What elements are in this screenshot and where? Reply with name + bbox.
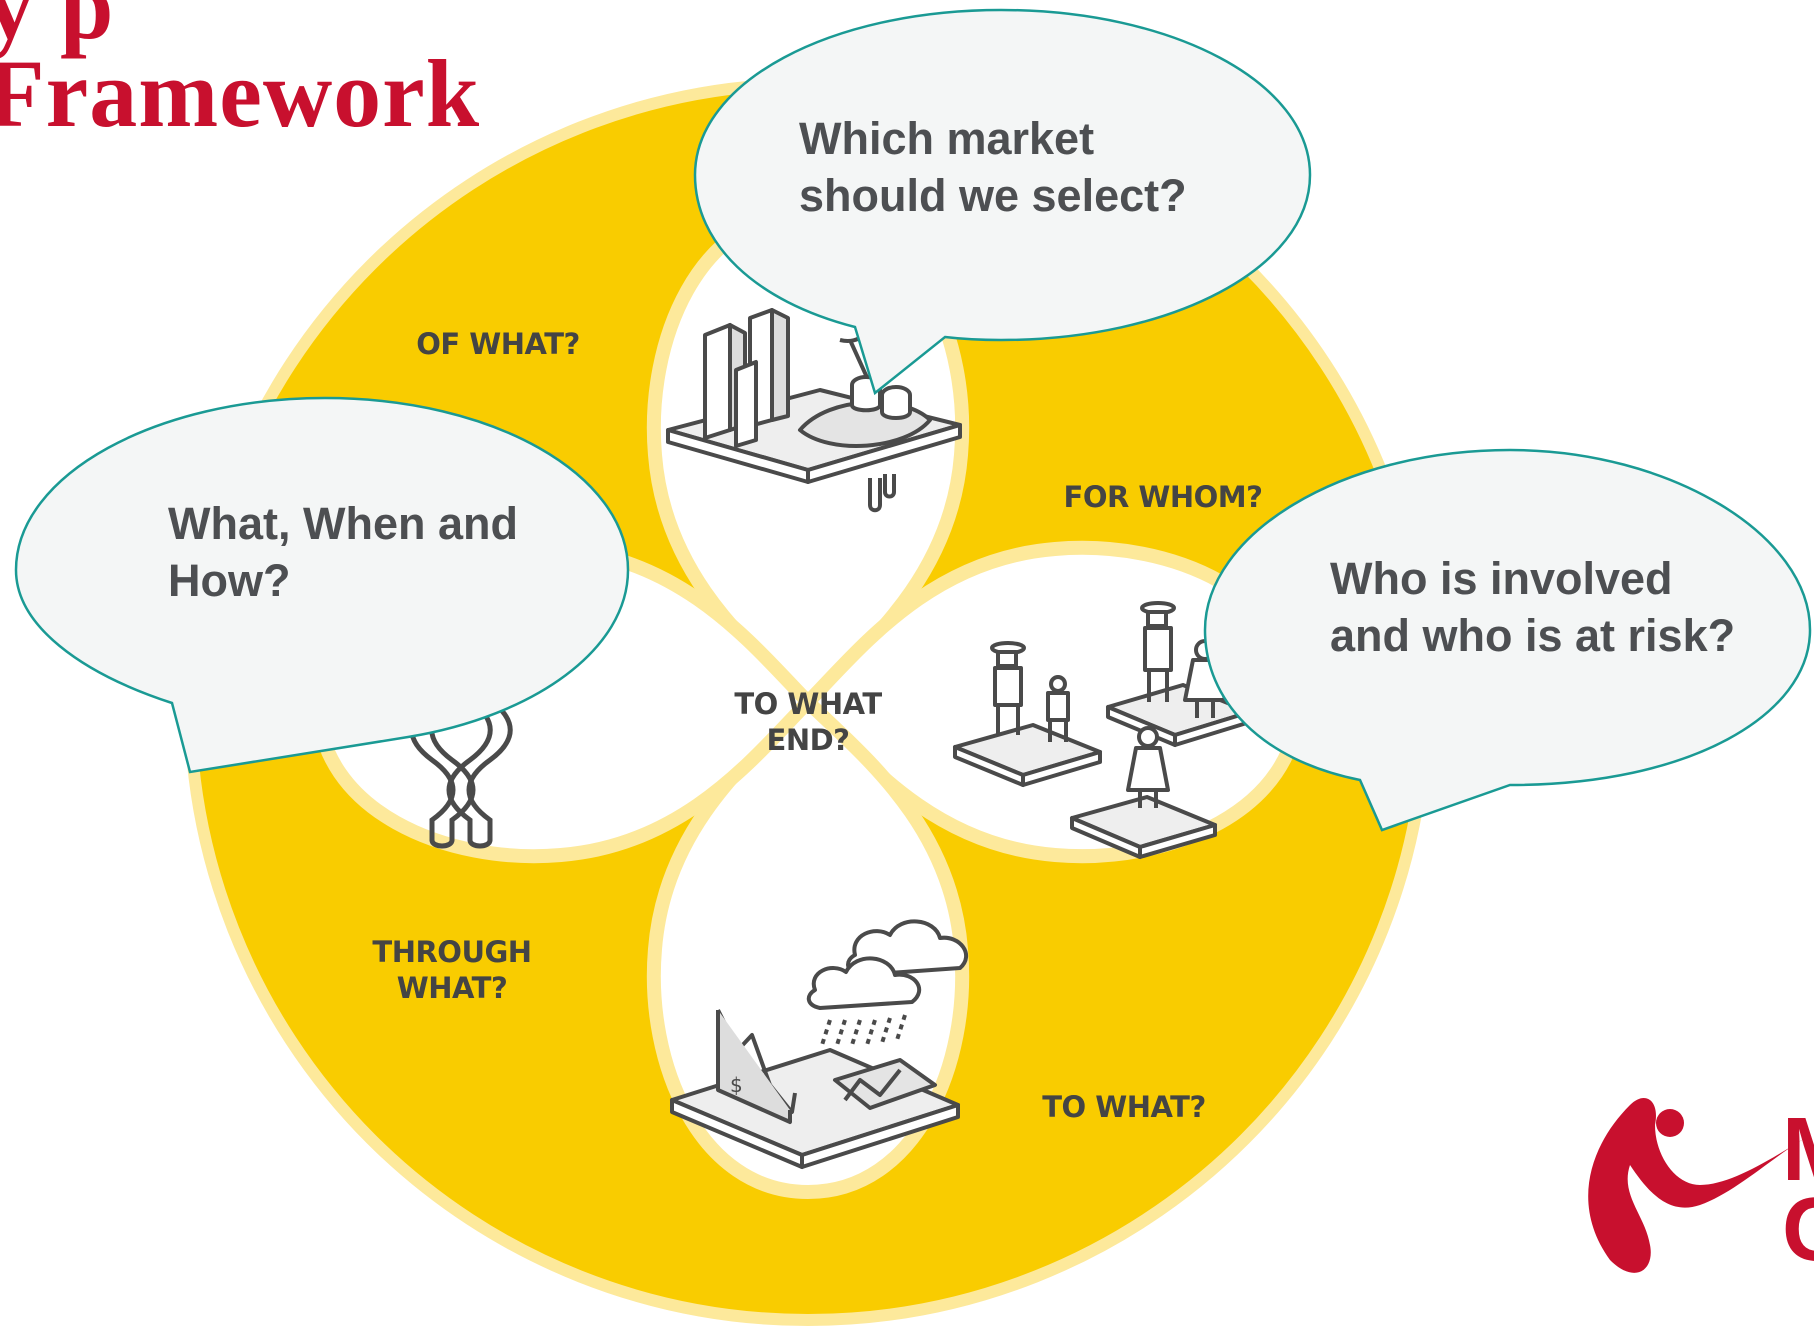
people-platforms-icon [953, 601, 1252, 859]
svg-text:$: $ [730, 1073, 743, 1097]
logo-letters: M C [1782, 1105, 1814, 1275]
logo-mark-icon [1588, 1097, 1810, 1273]
market-question: Which market should we select? [799, 113, 1187, 221]
ring-label-of-what: OF WHAT? [416, 327, 580, 361]
market-bubble [693, 8, 1312, 396]
ring-label-through-what: THROUGH WHAT? [372, 935, 532, 1005]
ring-label-to-what: TO WHAT? [1042, 1090, 1206, 1124]
organization-logo [1588, 1097, 1810, 1273]
who-involved-bubble [1203, 448, 1812, 832]
who-involved-question: Who is involved and who is at risk? [1330, 553, 1736, 661]
what-when-how-question: What, When and How? [168, 498, 518, 606]
what-when-how-bubble [14, 396, 630, 774]
ring-label-for-whom: FOR WHOM? [1063, 480, 1263, 514]
storm-market-drop-icon: $ [670, 919, 968, 1169]
page-title: y p Framework [0, 0, 481, 147]
ring-label-to-what-end: TO WHAT END? [734, 687, 882, 757]
